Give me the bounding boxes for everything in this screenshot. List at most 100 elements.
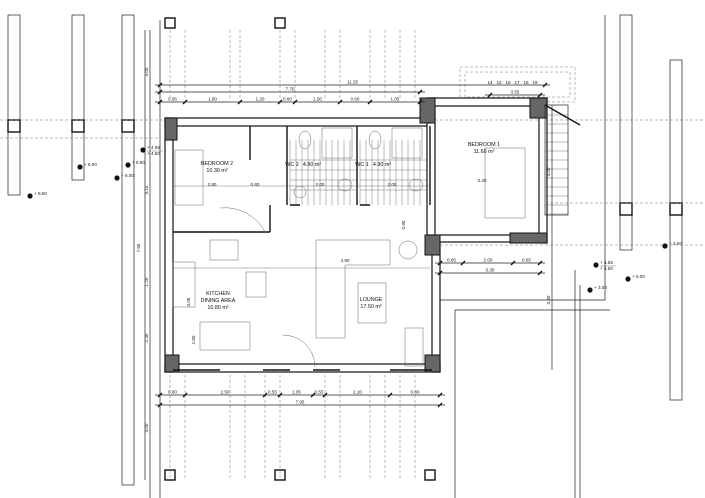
room-name-lounge: LOUNGE: [360, 297, 383, 303]
level-marker-icon: [27, 193, 33, 199]
dimension-bedroom1-segment-label: 0.65: [447, 258, 456, 263]
dimension-tick: [277, 99, 283, 105]
room-name-kitchen: KITCHEN: [206, 291, 230, 297]
bathroom-tiles: [289, 127, 428, 205]
dimension-top-segment-label: 0.60: [351, 97, 360, 102]
dimension-tick: [487, 92, 493, 98]
dimension-tick: [310, 392, 316, 398]
dining-table: [199, 321, 251, 351]
dimension-tick: [417, 99, 423, 105]
dimension-tick: [417, 89, 423, 95]
dimension-bottom-overall-label: 7.95: [296, 400, 305, 405]
dimension-bedroom1-overall-label: 3.30: [486, 268, 495, 273]
dimension-bottom-segment-label: 2.50: [221, 390, 230, 395]
dimension-interior-label: 2.00: [388, 182, 397, 187]
dimension-interior-label: 0.90: [401, 220, 406, 229]
dimension-tick: [542, 82, 548, 88]
dimension-interior-label: 4.90: [341, 258, 350, 263]
level-value: + 5.00: [632, 274, 645, 279]
dimension-left-label: 4.15: [144, 185, 149, 194]
level-value: + 8.00: [121, 173, 134, 178]
room-area-kitchen: 10.80 m²: [207, 305, 228, 311]
dimension-tick: [537, 92, 543, 98]
dimension-tick: [437, 402, 443, 408]
room-name-wc2: WC 2: [285, 162, 298, 168]
dimension-tick: [157, 392, 163, 398]
dimension-lines: [144, 30, 553, 480]
room-area-bedroom1: 11.60 m²: [474, 149, 495, 155]
level-marker-icon: [77, 164, 83, 170]
dimension-bottom-segment-label: 0.55: [268, 390, 277, 395]
level-value: + 4.50: [600, 266, 613, 271]
dimension-tick: [157, 402, 163, 408]
room-area-wc2: 4.90 m²: [303, 162, 321, 168]
level-value: + 4.55: [600, 260, 613, 265]
dimension-tick: [437, 392, 443, 398]
dimension-tick: [292, 99, 298, 105]
furniture: [172, 147, 526, 368]
dimension-interior-label: 2.00: [316, 182, 325, 187]
level-marker-icon: [140, 147, 146, 153]
dimension-bedroom1-segment-label: 0.65: [522, 258, 531, 263]
rug: [357, 282, 387, 324]
dimension-tick: [157, 82, 163, 88]
dimension-interior-label: 3.05: [186, 297, 191, 306]
stair-step-number: 15: [496, 80, 502, 85]
dimension-interior-label: 2.80: [191, 335, 196, 344]
dimension-tick: [460, 260, 466, 266]
level-value: + 4.50: [147, 151, 160, 156]
dimension-tick: [387, 392, 393, 398]
level-marker-icon: [587, 287, 593, 293]
dimension-bottom-segment-label: 1.05: [292, 390, 301, 395]
level-value: + 3.50: [669, 241, 682, 246]
dimension-bottom-segment-label: 0.55: [315, 390, 324, 395]
dimension-tick: [537, 270, 543, 276]
kitchen-sink-counter: [172, 261, 196, 308]
level-value: + 8.00: [84, 162, 97, 167]
dimension-tick: [322, 392, 328, 398]
dimension-right-label: 3.30: [546, 295, 551, 304]
dimension-interior-label: 3.20: [478, 178, 487, 183]
room-name-bedroom2: BEDROOM 2: [201, 161, 233, 167]
dimension-top-segment-label: 1.20: [256, 97, 265, 102]
stair-step-number: 18: [523, 80, 529, 85]
sofa: [315, 239, 391, 339]
stair-step-number: 19: [532, 80, 538, 85]
tv-unit: [404, 327, 424, 367]
room-area-bedroom2: 10.30 m²: [206, 168, 227, 174]
dimension-tick: [537, 260, 543, 266]
dimension-left-label: 3.00: [144, 423, 149, 432]
dimension-tick: [262, 392, 268, 398]
dimension-top-segment-label: 1.05: [391, 97, 400, 102]
dimension-right-label: 3.20: [546, 167, 551, 176]
dimension-top-overall-label: 11.25: [347, 80, 359, 85]
room-name-wc1: WC 1: [355, 162, 368, 168]
dimension-bottom-segment-label: 2.10: [353, 390, 362, 395]
level-marker-icon: [662, 243, 668, 249]
dimension-tick: [437, 260, 443, 266]
level-marker-icon: [114, 175, 120, 181]
dimension-left-label: 1.20: [144, 277, 149, 286]
dimension-top-segment-label: 0.95: [168, 97, 177, 102]
walls: [164, 97, 548, 373]
dimension-tick: [367, 99, 373, 105]
dimension-tick: [337, 99, 343, 105]
dimension-left-label: 2.30: [144, 333, 149, 342]
bed-bedroom-2: [174, 149, 204, 206]
side-table: [398, 240, 418, 260]
dimension-bottom-segment-label: 0.80: [411, 390, 420, 395]
level-value: + 4.55: [147, 145, 160, 150]
dimension-tick: [237, 99, 243, 105]
dimension-bottom-segment-label: 0.80: [168, 390, 177, 395]
dimension-left-label: 7.65: [136, 243, 141, 252]
level-marker-icon: [125, 162, 131, 168]
level-value: + 8.50: [132, 160, 145, 165]
level-value: + 9.50: [34, 191, 47, 196]
room-area-lounge: 17.50 m²: [360, 304, 381, 310]
room-area-wc1: 4.90 m²: [373, 162, 391, 168]
dimension-tick: [182, 392, 188, 398]
stair-step-number: 16: [505, 80, 511, 85]
dimension-tick: [437, 270, 443, 276]
structural-lines: [0, 14, 705, 498]
